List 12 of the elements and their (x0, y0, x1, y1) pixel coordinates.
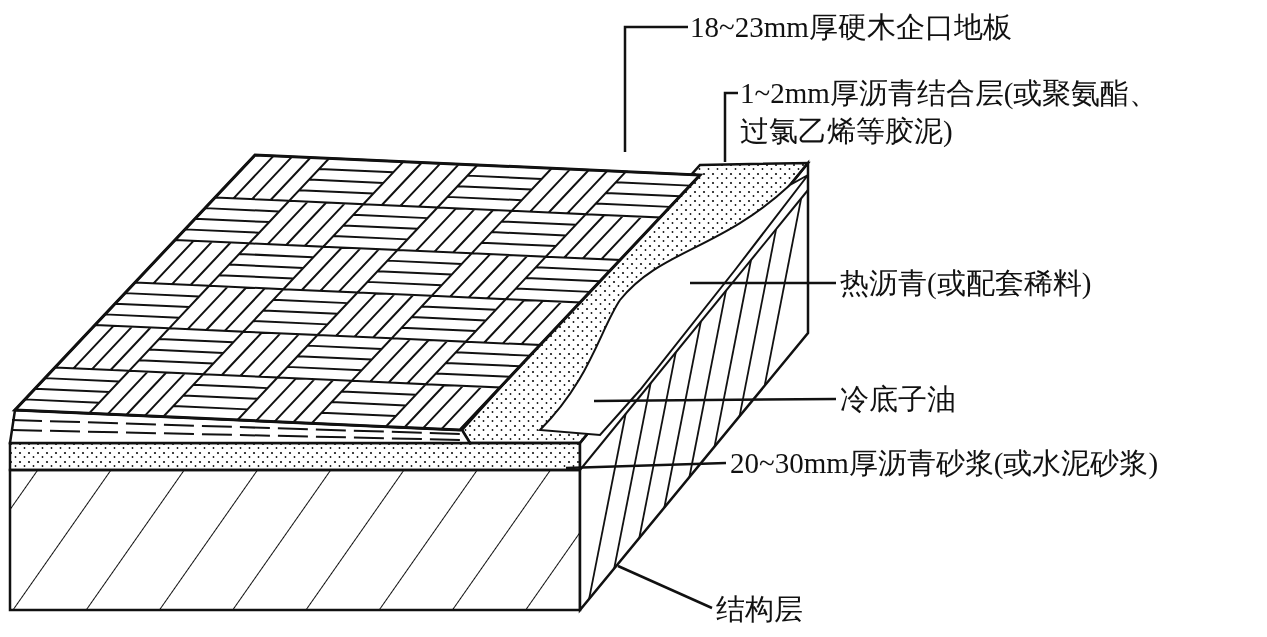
leader-line (565, 461, 727, 470)
layer-label: 20~30mm厚沥青砂浆(或水泥砂浆) (730, 444, 1260, 482)
layer-label: 1~2mm厚沥青结合层(或聚氨酯、过氯乙烯等胶泥) (740, 74, 1180, 150)
leader-line (723, 91, 738, 162)
layer-label: 结构层 (716, 590, 836, 628)
leader-line (617, 564, 713, 610)
leader-line (690, 281, 836, 285)
layer-label: 热沥青(或配套稀料) (840, 264, 1170, 302)
leader-line (594, 397, 836, 403)
layer-label: 18~23mm厚硬木企口地板 (690, 8, 1110, 46)
layer-label: 冷底子油 (840, 380, 1000, 418)
leader-line (623, 25, 688, 152)
